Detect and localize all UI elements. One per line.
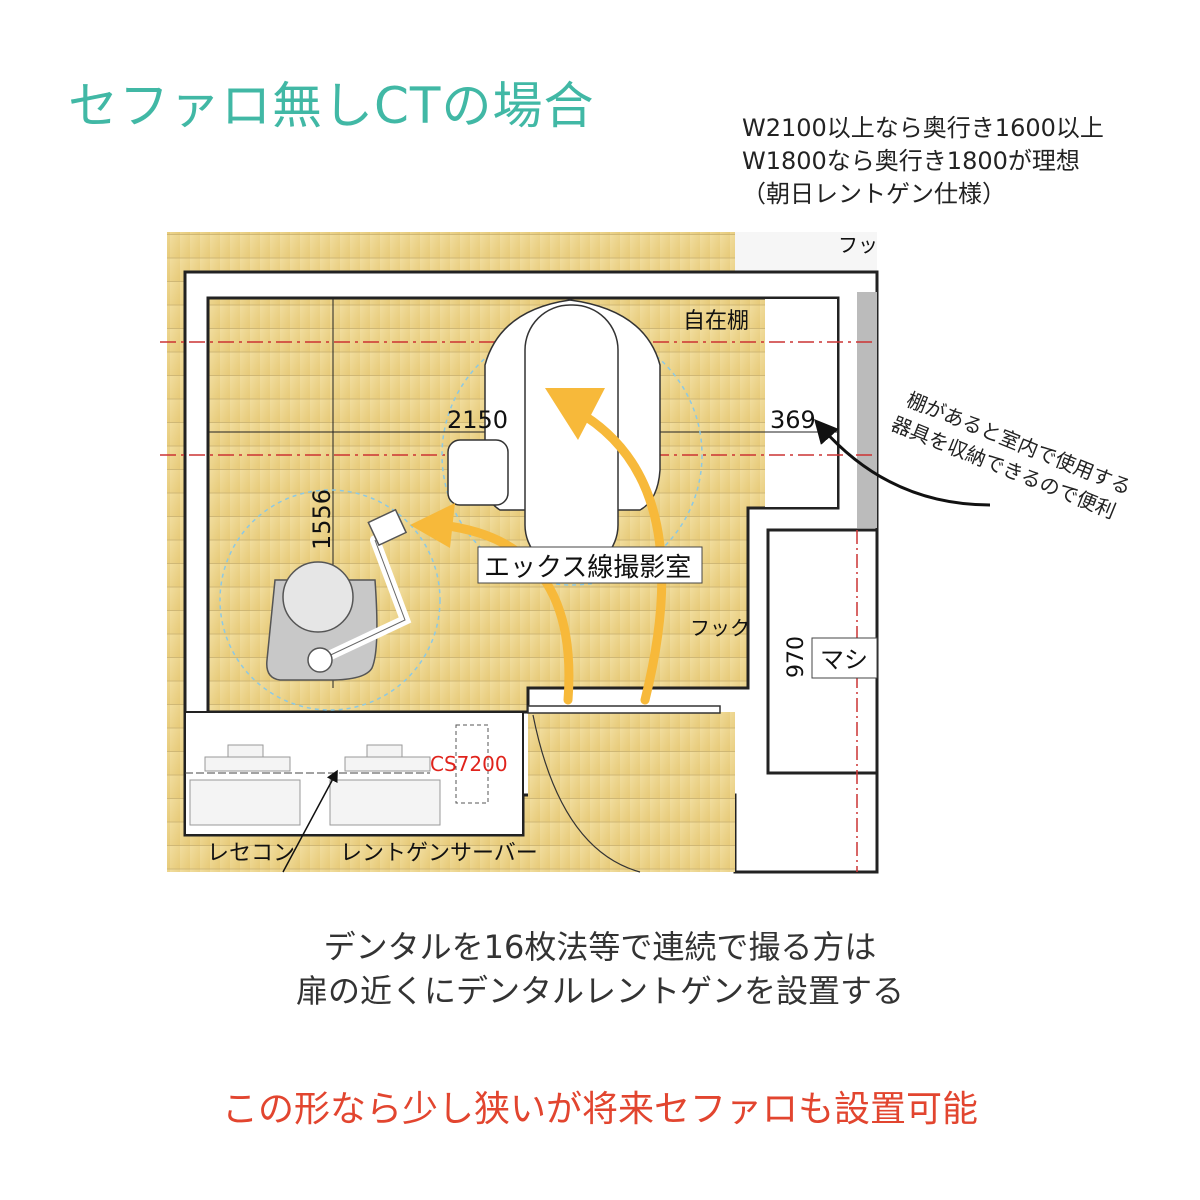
note-line: （朝日レントゲン仕様） bbox=[742, 180, 1006, 208]
page-title: セファロ無しCTの場合 bbox=[68, 77, 595, 135]
device-label: CS7200 bbox=[430, 752, 508, 776]
arrow-head bbox=[545, 388, 605, 440]
size-requirement-note: W2100以上なら奥行き1600以上 W1800なら奥行き1800が理想 （朝日… bbox=[742, 112, 1104, 211]
hook-label-top: フッ bbox=[838, 233, 878, 257]
note-line: W1800なら奥行き1800が理想 bbox=[742, 147, 1080, 175]
door bbox=[527, 705, 721, 714]
computer-right bbox=[329, 744, 441, 826]
caption: デンタルを16枚法等で連続で撮る方は 扉の近くにデンタルレントゲンを設置する bbox=[0, 925, 1200, 1013]
hook-label: フック bbox=[690, 616, 750, 640]
dental-chair bbox=[219, 489, 441, 711]
dimension-shelf: 369 bbox=[770, 406, 816, 434]
desk-left-label: レセコン bbox=[207, 841, 295, 866]
note-line: W2100以上なら奥行き1600以上 bbox=[742, 114, 1104, 142]
shelf-label: 自在棚 bbox=[683, 309, 749, 334]
room-label: エックス線撮影室 bbox=[484, 553, 691, 583]
desk-right-label: レントゲンサーバー bbox=[340, 841, 538, 866]
annotation-arrow bbox=[814, 419, 991, 507]
dimension-width: 2150 bbox=[447, 406, 508, 434]
dimension-right: 970 bbox=[784, 636, 809, 678]
caption-line: 扉の近くにデンタルレントゲンを設置する bbox=[295, 972, 904, 1010]
caption-line: デンタルを16枚法等で連続で撮る方は bbox=[323, 928, 877, 966]
computer-left bbox=[189, 744, 301, 826]
dimension-depth: 1556 bbox=[308, 489, 336, 550]
arrow-head bbox=[410, 503, 455, 548]
red-note: この形なら少し狭いが将来セファロも設置可能 bbox=[221, 1089, 978, 1130]
machine-label: マシ bbox=[820, 646, 868, 674]
